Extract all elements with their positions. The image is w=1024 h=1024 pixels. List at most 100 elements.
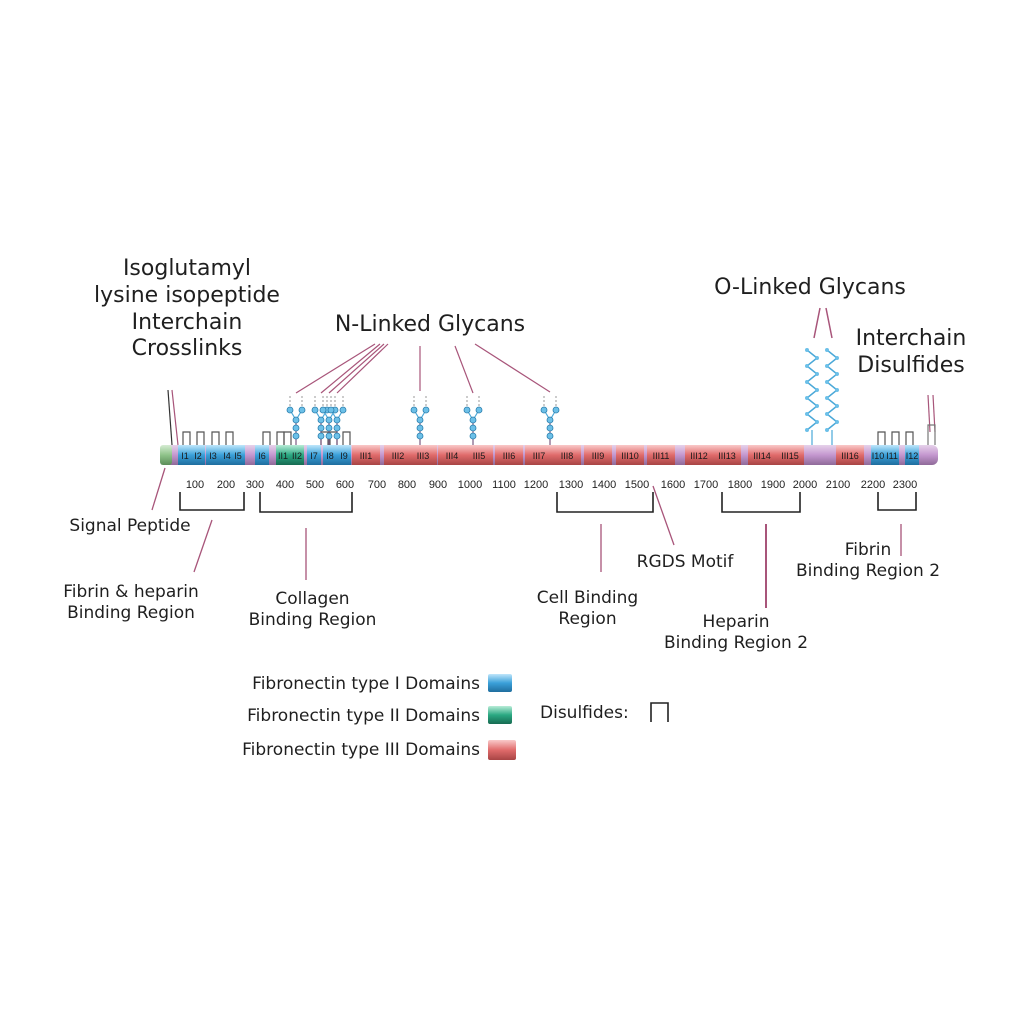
domain-iii4 xyxy=(438,445,466,465)
scale-tick-label: 1300 xyxy=(559,479,583,491)
domain-iii11 xyxy=(647,445,675,465)
scale-tick-label: 700 xyxy=(368,479,386,491)
domain-label-i10: I10 xyxy=(872,451,885,461)
n-linked-glycan xyxy=(410,395,430,445)
domain-label-i11: I11 xyxy=(886,451,898,461)
disulfide-loop xyxy=(891,431,900,445)
domain-label-i1: I1 xyxy=(181,451,189,461)
domain-label-iii3: III3 xyxy=(417,451,430,461)
legend-disulfide-symbol xyxy=(650,702,669,722)
domain-label-ii2: II2 xyxy=(292,451,302,461)
domain-label-iii1: III1 xyxy=(360,451,373,461)
domain-iii7 xyxy=(525,445,553,465)
domain-label-iii5: III5 xyxy=(473,451,486,461)
disulfide-loop xyxy=(225,431,234,445)
domain-label-i5: I5 xyxy=(234,451,242,461)
scale-tick-label: 1800 xyxy=(728,479,752,491)
domain-i11 xyxy=(885,445,899,465)
fibrin-heparin-region-label: Fibrin & heparin Binding Region xyxy=(63,582,199,623)
scale-tick-label: 900 xyxy=(429,479,447,491)
disulfide-loop xyxy=(905,431,914,445)
disulfide-loop xyxy=(196,431,205,445)
fibrin-region-2-label: Fibrin Binding Region 2 xyxy=(795,540,941,581)
disulfide-loop xyxy=(182,431,191,445)
scale-tick-label: 300 xyxy=(246,479,264,491)
domain-label-i3: I3 xyxy=(209,451,217,461)
scale-tick-label: 2200 xyxy=(861,479,885,491)
domain-i9 xyxy=(337,445,351,465)
domain-i3 xyxy=(206,445,220,465)
scale-tick-label: 1500 xyxy=(625,479,649,491)
disulfide-loop xyxy=(276,431,285,445)
domain-label-iii2: III2 xyxy=(392,451,405,461)
o-linked-glycan xyxy=(805,348,819,445)
scale-tick-label: 2300 xyxy=(893,479,917,491)
domain-i7 xyxy=(307,445,321,465)
domain-label-ii1: II1 xyxy=(278,451,288,461)
domain-iii1 xyxy=(352,445,380,465)
domain-iii15 xyxy=(776,445,804,465)
domain-iii9 xyxy=(584,445,612,465)
domain-i5 xyxy=(231,445,245,465)
domain-label-i2: I2 xyxy=(194,451,202,461)
domain-iii10 xyxy=(616,445,644,465)
scale-tick-label: 1900 xyxy=(761,479,785,491)
scale-tick-label: 100 xyxy=(186,479,204,491)
region-brackets xyxy=(179,492,917,513)
domain-iii8 xyxy=(553,445,581,465)
heparin-region-2-label: Heparin Binding Region 2 xyxy=(663,612,809,653)
domain-label-iii9: III9 xyxy=(592,451,605,461)
rgds-motif-label: RGDS Motif xyxy=(636,552,734,572)
region-leader-lines xyxy=(151,467,902,608)
o-linked-leader-lines xyxy=(813,307,833,339)
domain-label-iii4: III4 xyxy=(446,451,459,461)
domain-iii6 xyxy=(495,445,523,465)
domain-label-i7: I7 xyxy=(310,451,318,461)
domain-label-iii16: III16 xyxy=(841,451,859,461)
domain-iii5 xyxy=(465,445,493,465)
scale-tick-label: 600 xyxy=(336,479,354,491)
domain-label-iii11: III11 xyxy=(653,451,670,461)
domain-iii13 xyxy=(713,445,741,465)
domain-iii12 xyxy=(685,445,713,465)
domain-label-i4: I4 xyxy=(223,451,231,461)
legend-type1-label: Fibronectin type I Domains xyxy=(252,674,480,694)
n-linked-leader-lines xyxy=(295,343,551,394)
cell-binding-region-label: Cell Binding Region xyxy=(536,588,639,629)
signal-peptide-segment xyxy=(160,445,172,465)
domain-label-i6: I6 xyxy=(258,451,266,461)
signal-peptide-label: Signal Peptide xyxy=(69,516,191,536)
scale-tick-label: 500 xyxy=(306,479,324,491)
domain-iii2 xyxy=(384,445,412,465)
scale-tick-label: 1100 xyxy=(492,479,516,491)
scale-tick-label: 200 xyxy=(217,479,235,491)
domain-i6 xyxy=(255,445,269,465)
domain-i12 xyxy=(905,445,919,465)
domain-label-iii6: III6 xyxy=(503,451,516,461)
n-linked-glycan xyxy=(463,395,483,445)
domain-label-iii12: III12 xyxy=(690,451,708,461)
scale-tick-label: 400 xyxy=(276,479,294,491)
legend-type2-label: Fibronectin type II Domains xyxy=(247,706,480,726)
n-linked-glycan xyxy=(286,395,306,445)
disulfide-loop xyxy=(262,431,271,445)
domain-iii14 xyxy=(748,445,776,465)
scale-tick-label: 1000 xyxy=(458,479,482,491)
domain-ii2 xyxy=(290,445,304,465)
scale-tick-label: 2100 xyxy=(826,479,850,491)
legend-type1-swatch xyxy=(488,674,512,692)
scale-tick-label: 800 xyxy=(398,479,416,491)
interchain-disulfide-leader xyxy=(927,394,936,445)
scale-tick-label: 2000 xyxy=(793,479,817,491)
domain-label-i9: I9 xyxy=(340,451,348,461)
disulfide-loop xyxy=(877,431,886,445)
domain-label-iii13: III13 xyxy=(718,451,736,461)
legend-type3-swatch xyxy=(488,740,516,760)
o-linked-glycan xyxy=(825,348,839,445)
legend-type3-label: Fibronectin type III Domains xyxy=(242,740,480,760)
domain-i4 xyxy=(220,445,234,465)
domain-label-iii15: III15 xyxy=(781,451,799,461)
scale-tick-label: 1600 xyxy=(661,479,685,491)
domain-label-iii14: III14 xyxy=(753,451,771,461)
